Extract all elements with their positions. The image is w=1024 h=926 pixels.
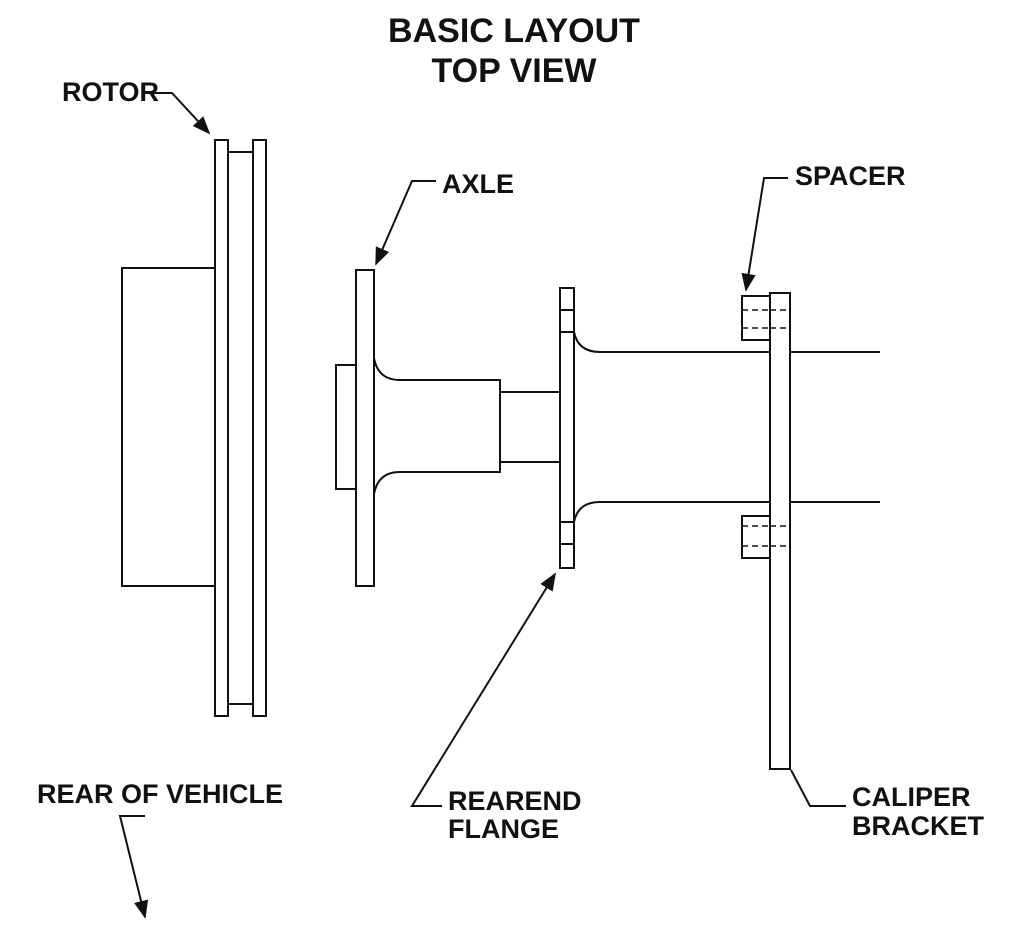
- spacer-leader: [741, 177, 788, 292]
- rotor-inner-disc: [214, 139, 229, 717]
- rotor: [121, 139, 267, 717]
- caliper-label-line-1: CALIPER: [852, 782, 971, 812]
- spacer-bottom: [741, 515, 771, 559]
- caliper-label-line-2: BRACKET: [852, 811, 985, 841]
- rear-of-vehicle-arrow: [118, 815, 149, 919]
- rotor-vane-gap: [227, 151, 254, 705]
- rearend-flange-leader: [410, 572, 556, 807]
- axle-leader: [375, 180, 436, 266]
- axle-label: AXLE: [442, 169, 514, 199]
- spacer-bottom-body: [741, 515, 771, 559]
- spacer-top-body: [741, 295, 771, 341]
- rotor-hat: [121, 267, 216, 587]
- rear-of-vehicle-label: REAR OF VEHICLE: [37, 779, 283, 809]
- caliper-bracket-plate: [769, 292, 791, 770]
- axle-hub: [373, 357, 501, 495]
- caliper-bracket: [769, 292, 791, 770]
- axle-pilot: [335, 364, 357, 490]
- axle-housing-top: [573, 331, 880, 353]
- rotor-leader: [142, 92, 211, 135]
- rearend-label-line-2: FLANGE: [448, 814, 559, 844]
- rearend-label-line-1: REAREND: [448, 786, 582, 816]
- axle: [335, 269, 561, 587]
- axle-flange: [355, 269, 375, 587]
- spacer-top: [741, 295, 771, 341]
- rotor-outer-disc: [252, 139, 267, 717]
- caliper-bracket-leader: [790, 769, 846, 807]
- spacer-label: SPACER: [795, 161, 906, 191]
- title-line-1: BASIC LAYOUT: [388, 12, 640, 50]
- axle-housing-bottom: [573, 501, 880, 523]
- title-line-2: TOP VIEW: [431, 52, 597, 90]
- rearend-flange: [559, 287, 880, 569]
- rearend-flange-plate: [559, 287, 575, 569]
- axle-shaft: [499, 391, 561, 463]
